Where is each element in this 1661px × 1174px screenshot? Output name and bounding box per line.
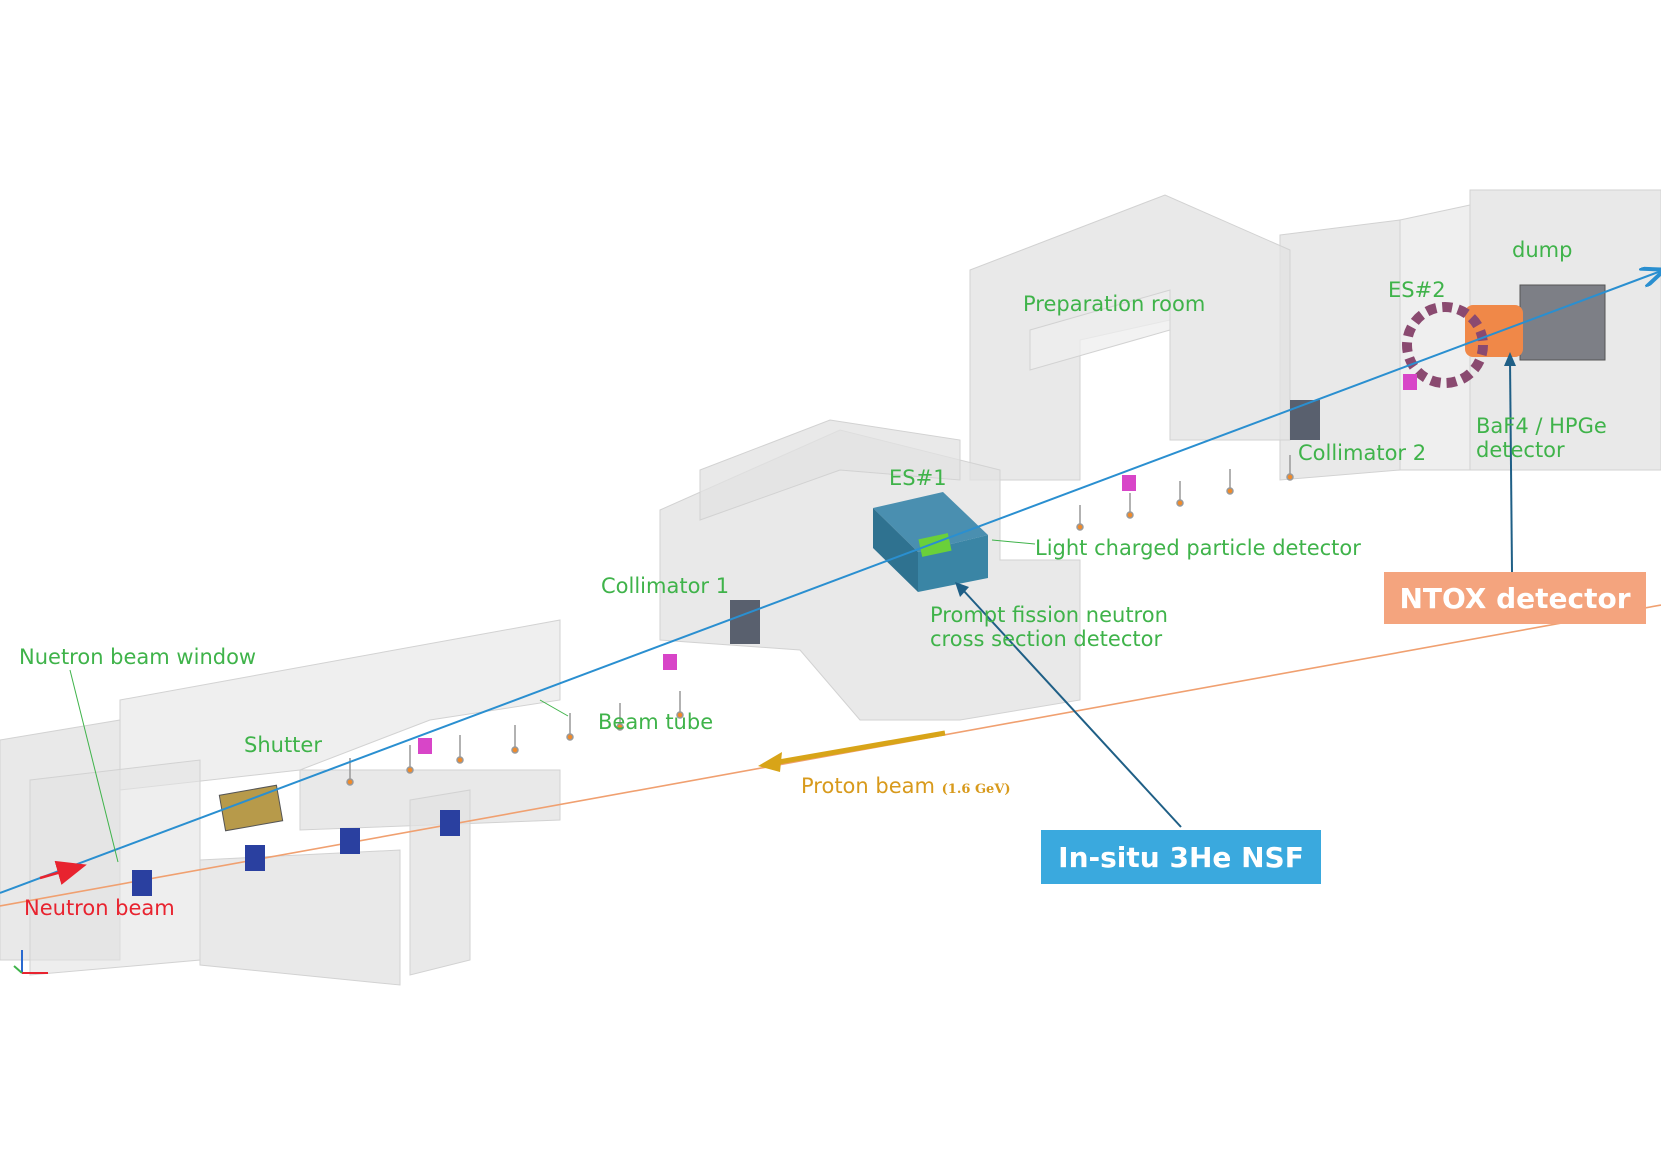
neutron-beam-label: Neutron beam (24, 896, 175, 920)
lower-shield-block (199, 849, 401, 986)
shutter-label: Shutter (244, 733, 322, 757)
proton-beam-text: Proton beam (801, 774, 935, 798)
prompt-fission-label-line1: Prompt fission neutron (930, 603, 1168, 627)
ntox-pointer-head (1504, 352, 1516, 366)
collimator1-label: Collimator 1 (601, 574, 730, 598)
beam-tube-supports (346, 455, 1294, 786)
magenta-marker-3 (1122, 475, 1136, 491)
collimator2-label: Collimator 2 (1298, 441, 1427, 465)
es2-label: ES#2 (1388, 278, 1446, 302)
proton-beam-arrow-shaft (772, 730, 946, 766)
axis-triad (13, 950, 48, 974)
proton-beam-label: Proton beam (1.6 GeV) (801, 774, 1011, 798)
beam-tube-label: Beam tube (598, 710, 714, 734)
blue-cart-1 (132, 870, 152, 896)
preparation-room-label: Preparation room (1023, 292, 1206, 316)
light-charged-leader (991, 539, 1036, 545)
ntox-pointer-line (1509, 359, 1513, 573)
baf4-label-line1: BaF4 / HPGe (1476, 414, 1607, 438)
neutron-beam-arrow (39, 860, 87, 885)
preparation-room-floor (1029, 289, 1171, 371)
neutron-beamline (0, 271, 1661, 894)
lower-shield-pillar (409, 789, 471, 976)
proton-beam-arrow-head (758, 752, 782, 772)
magenta-marker-1 (663, 654, 677, 670)
ntox-detector-body (1465, 305, 1523, 357)
light-charged-label: Light charged particle detector (1035, 536, 1361, 560)
es2-back-wall (1399, 204, 1471, 471)
insitu-pointer-line (962, 589, 1182, 828)
preparation-room-wall (969, 194, 1291, 481)
window-leader (69, 669, 119, 863)
insitu-callout: In-situ 3He NSF (1041, 830, 1321, 884)
es1-bunker-top (699, 419, 961, 521)
beam-tube-leader (539, 699, 569, 717)
nuetron-window-label: Nuetron beam window (19, 645, 257, 669)
magenta-marker-2 (418, 738, 432, 754)
blue-cart-4 (440, 810, 460, 836)
shutter-block (218, 784, 284, 832)
beamline-equipment (132, 284, 1606, 896)
baf4-detector-ball (1402, 302, 1488, 388)
magenta-marker-4 (1403, 374, 1417, 390)
blue-cart-3 (340, 828, 360, 854)
proton-energy-text: (1.6 GeV) (941, 782, 1011, 797)
label-leaders (69, 539, 1036, 863)
es1-cube-top (873, 492, 988, 552)
dump-label: dump (1512, 238, 1573, 262)
prompt-fission-label-line2: cross section detector (930, 627, 1163, 651)
es1-cube-left (873, 508, 918, 592)
ntox-callout: NTOX detector (1384, 572, 1646, 624)
collimator1-block (730, 600, 760, 644)
front-shield-block-2 (29, 759, 201, 976)
es1-label: ES#1 (889, 466, 947, 490)
insitu-pointer-head (955, 582, 969, 597)
baf4-label-line2: detector (1476, 438, 1565, 462)
blue-cart-2 (245, 845, 265, 871)
collimator2-block (1290, 400, 1320, 440)
